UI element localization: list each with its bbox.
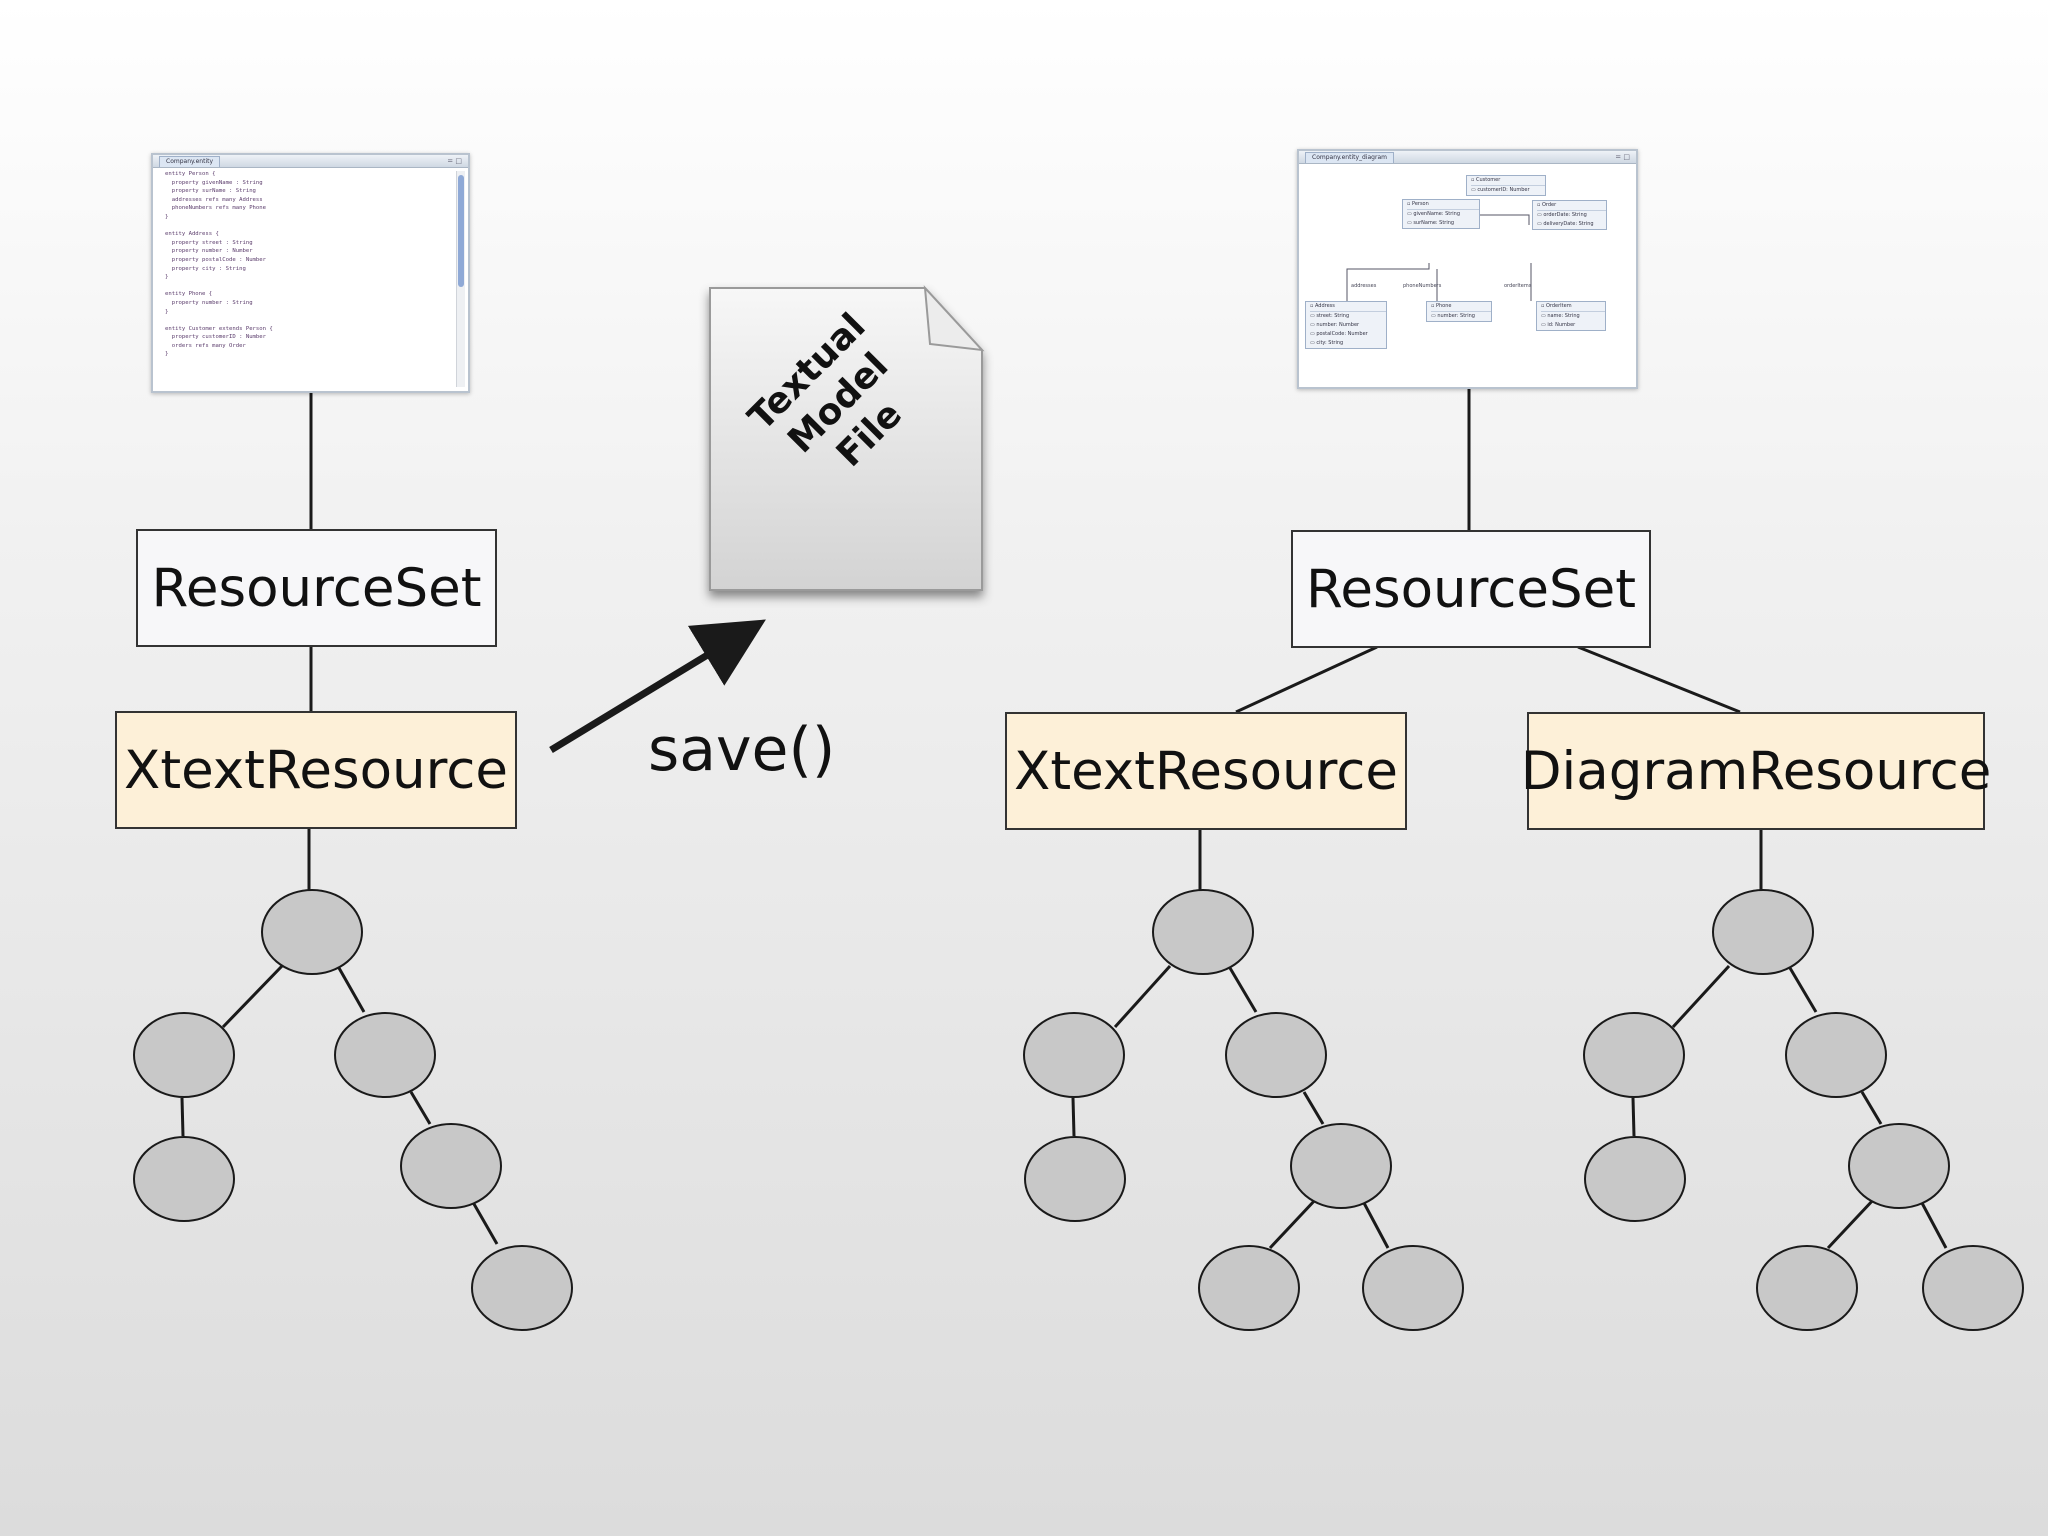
text-editor-thumbnail: Company.entity = □ entity Person { prope… (151, 153, 470, 393)
edge-label: phoneNumbers (1403, 283, 1442, 289)
diagram-tab: Company.entity_diagram (1305, 152, 1394, 163)
code-line: entity Person { (165, 171, 216, 177)
class-attribute: ▭ number: Number (1310, 322, 1360, 328)
tree-node (1584, 1136, 1686, 1222)
tree-node (1785, 1012, 1887, 1098)
class-name: ▫ Phone (1431, 302, 1491, 312)
code-line (165, 282, 468, 291)
tree-node (1290, 1123, 1392, 1209)
code-line: property customerID : Number (165, 334, 267, 341)
class-name: ▫ Person (1407, 200, 1479, 210)
tree-node (471, 1245, 573, 1331)
left-resourceset-box: ResourceSet (136, 529, 497, 647)
code-line: } (165, 308, 169, 315)
right-connectors (1071, 388, 1948, 1250)
tree-node (261, 889, 363, 975)
code-line: entity Phone { (165, 291, 213, 298)
middle-tree (1023, 889, 1464, 1331)
tree-node (1225, 1012, 1327, 1098)
diagram-titlebar: Company.entity_diagram = □ (1299, 151, 1636, 164)
tree-node (1756, 1245, 1858, 1331)
left-tree (133, 889, 573, 1331)
class-attribute: ▭ name: String (1541, 313, 1580, 319)
class-box: ▫ Phone▭ number: String (1426, 301, 1492, 322)
class-box: ▫ OrderItem▭ name: String ▭ id: Number (1536, 301, 1606, 331)
code-line: orders refs many Order (165, 342, 246, 349)
code-line: property surName : String (165, 188, 256, 195)
scrollbar-thumb (458, 175, 464, 287)
left-xtextresource-box: XtextResource (115, 711, 517, 829)
diagram-editor-thumbnail: Company.entity_diagram = □ orders addres… (1297, 149, 1638, 389)
code-line: } (165, 351, 169, 358)
left-connectors (180, 392, 499, 1245)
save-label: save() (648, 715, 835, 785)
window-buttons-icon: = □ (1615, 153, 1630, 161)
right-resourceset-box: ResourceSet (1291, 530, 1651, 648)
tree-node (1848, 1123, 1950, 1209)
code-line: phoneNumbers refs many Phone (165, 205, 267, 212)
code-line: } (165, 274, 169, 281)
class-attribute: ▭ street: String (1310, 313, 1350, 319)
code-line (165, 316, 468, 325)
code-line: entity Customer extends Person { (165, 325, 273, 332)
tree-node (133, 1012, 235, 1098)
tree-node (400, 1123, 502, 1209)
right-xtextresource-box: XtextResource (1005, 712, 1407, 830)
code-line (165, 222, 468, 231)
class-attribute: ▭ surName: String (1407, 220, 1455, 226)
class-name: ▫ Order (1537, 201, 1606, 211)
code-line: property givenName : String (165, 179, 263, 186)
tree-node (1024, 1136, 1126, 1222)
code-line: property postalCode : Number (165, 256, 267, 263)
code-line: addresses refs many Address (165, 196, 263, 203)
tree-node (1712, 889, 1814, 975)
right-diagramresource-box: DiagramResource (1521, 712, 1991, 830)
tree-node (334, 1012, 436, 1098)
edge-label: addresses (1351, 283, 1377, 289)
class-attribute: ▭ orderDate: String (1537, 212, 1587, 218)
class-box: ▫ Person▭ givenName: String ▭ surName: St… (1402, 199, 1480, 229)
right-tree (1583, 889, 2024, 1331)
class-name: ▫ Address (1310, 302, 1386, 312)
class-attribute: ▭ id: Number (1541, 322, 1576, 328)
class-attribute: ▭ postalCode: Number (1310, 331, 1368, 337)
editor-tab: Company.entity (159, 156, 221, 167)
code-line: property city : String (165, 265, 246, 272)
class-box: ▫ Address▭ street: String ▭ number: Numbe… (1305, 301, 1387, 349)
edge-label: orderItems (1504, 283, 1532, 289)
editor-titlebar: Company.entity = □ (153, 155, 468, 168)
window-buttons-icon: = □ (447, 157, 462, 165)
class-attribute: ▭ deliveryDate: String (1537, 221, 1594, 227)
class-box: ▫ Order▭ orderDate: String ▭ deliveryDate… (1532, 200, 1607, 230)
code-line: } (165, 213, 169, 220)
class-attribute: ▭ city: String (1310, 340, 1344, 346)
tree-node (133, 1136, 235, 1222)
class-name: ▫ Customer (1471, 176, 1545, 186)
class-box: ▫ Customer▭ customerID: Number (1466, 175, 1546, 196)
tree-node (1023, 1012, 1125, 1098)
save-arrow (549, 619, 766, 753)
tree-node (1198, 1245, 1300, 1331)
tree-node (1922, 1245, 2024, 1331)
tree-node (1362, 1245, 1464, 1331)
textual-model-file-icon: Textual Model File (709, 285, 985, 591)
code-line: entity Address { (165, 231, 219, 238)
class-attribute: ▭ number: String (1431, 313, 1475, 319)
editor-scrollbar (456, 171, 465, 387)
class-attribute: ▭ customerID: Number (1471, 187, 1530, 193)
class-name: ▫ OrderItem (1541, 302, 1605, 312)
diagram-links: orders addresses phoneNumbers orderItems (1346, 211, 1553, 301)
code-line: property number : String (165, 299, 253, 306)
tree-node (1583, 1012, 1685, 1098)
class-attribute: ▭ givenName: String (1407, 211, 1461, 217)
tree-node (1152, 889, 1254, 975)
code-text: entity Person { property givenName : Str… (165, 170, 468, 359)
code-line: property number : Number (165, 248, 253, 255)
code-line: property street : String (165, 239, 253, 246)
